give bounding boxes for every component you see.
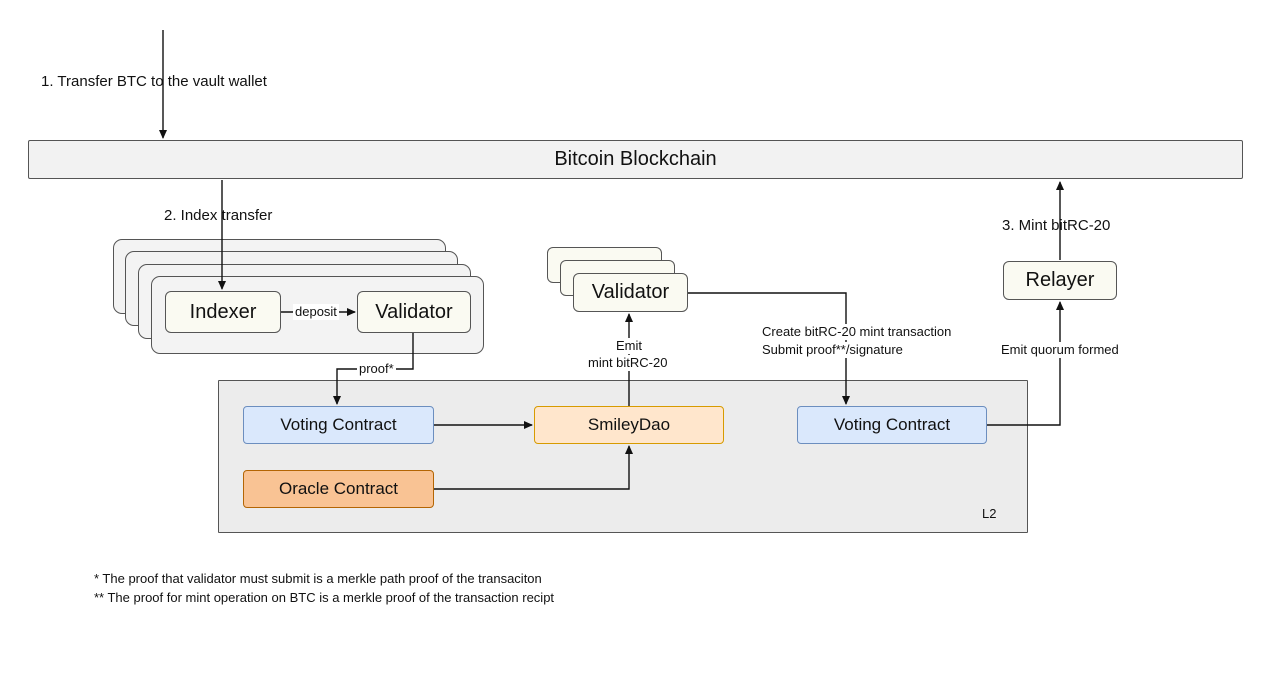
bitcoin-blockchain-label: Bitcoin Blockchain — [554, 148, 717, 170]
bitcoin-blockchain: Bitcoin Blockchain — [28, 140, 1243, 179]
emit-quorum-label: Emit quorum formed — [999, 342, 1121, 358]
footnote-1: * The proof that validator must submit i… — [94, 571, 542, 586]
validator-left-label: Validator — [375, 300, 453, 323]
arrow-oracle-to-smileydao — [434, 445, 633, 490]
relayer-label: Relayer — [1025, 269, 1095, 291]
voting-contract-right-label: Voting Contract — [833, 415, 951, 434]
validator-middle-label: Validator — [591, 281, 670, 303]
create-tx-label-line2: Submit proof**/signature — [760, 342, 905, 358]
proof-label: proof* — [357, 361, 396, 377]
voting-contract-left-label: Voting Contract — [280, 415, 397, 434]
arrow-voting-to-relayer — [987, 301, 1064, 426]
l2-label: L2 — [982, 506, 997, 521]
oracle-contract: Oracle Contract — [243, 470, 434, 508]
voting-contract-left: Voting Contract — [243, 406, 434, 444]
validator-node-left: Validator — [357, 291, 471, 333]
voting-contract-right: Voting Contract — [797, 406, 987, 444]
step1-label: 1. Transfer BTC to the vault wallet — [41, 73, 267, 90]
indexer-label: Indexer — [189, 300, 257, 323]
emit-mint-label-line1: Emit — [614, 338, 644, 354]
arrow-validator-to-voting-right — [688, 292, 850, 405]
step2-label: 2. Index transfer — [164, 207, 273, 224]
oracle-contract-label: Oracle Contract — [278, 479, 399, 498]
footnote-2: ** The proof for mint operation on BTC i… — [94, 590, 555, 605]
smileydao-contract: SmileyDao — [534, 406, 724, 444]
indexer-node: Indexer — [165, 291, 281, 333]
create-tx-label-line1: Create bitRC-20 mint transaction — [760, 324, 954, 340]
validator-node-middle: Validator — [573, 273, 688, 312]
relayer-node: Relayer — [1003, 261, 1117, 300]
deposit-label: deposit — [293, 304, 339, 320]
step3-label: 3. Mint bitRC-20 — [1002, 217, 1111, 234]
smileydao-label: SmileyDao — [587, 415, 671, 434]
emit-mint-label-line2: mint bitRC-20 — [586, 355, 670, 371]
